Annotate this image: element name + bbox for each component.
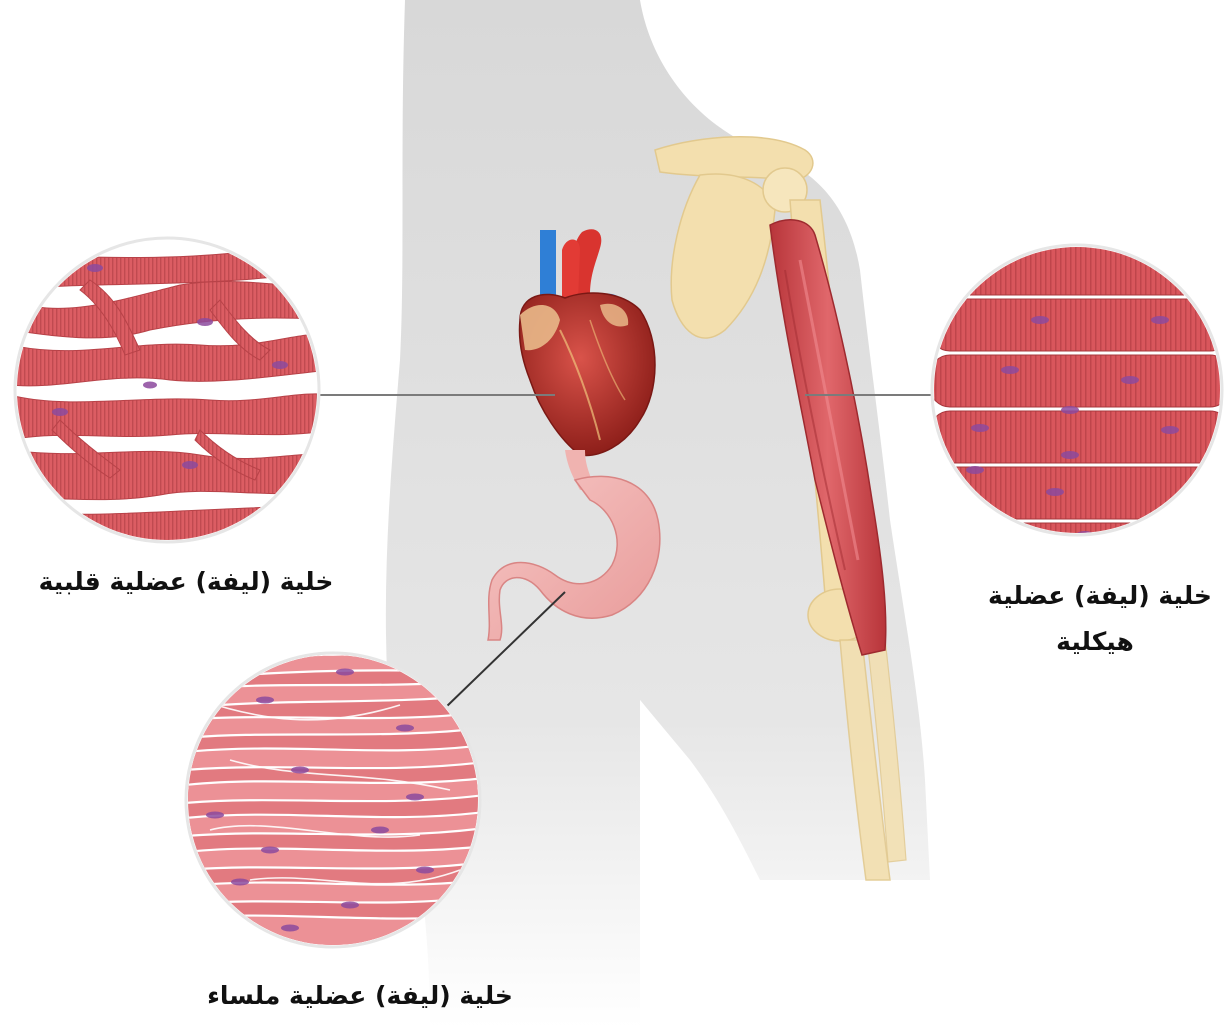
smooth-muscle-label: خلية (ليفة) عضلية ملساء <box>180 976 540 1016</box>
cardiac-muscle-circle <box>0 230 340 560</box>
cardiac-muscle-label: خلية (ليفة) عضلية قلبية <box>10 562 362 602</box>
skeletal-muscle-label-line2: هيكلية <box>1010 622 1180 662</box>
skeletal-muscle-label-line1: خلية (ليفة) عضلية <box>950 576 1231 616</box>
skeletal-muscle-circle <box>930 245 1230 543</box>
